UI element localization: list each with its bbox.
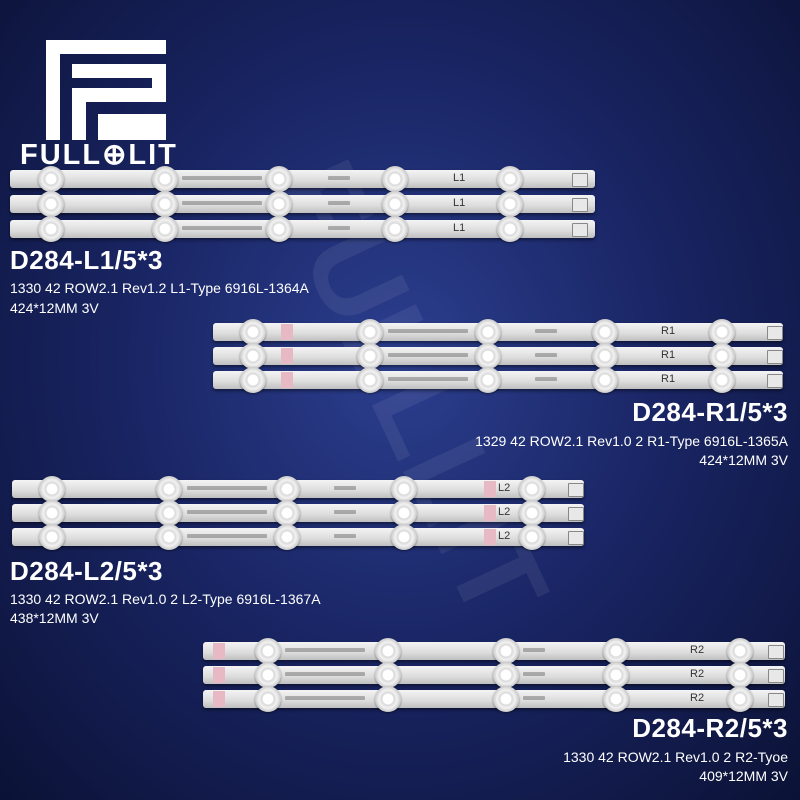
spec-line: 1330 42 ROW2.1 Rev1.0 2 R2-Tyoe <box>563 749 788 765</box>
strip-label: L2 <box>498 482 511 494</box>
model-title: D284-R1/5*3 <box>632 397 788 427</box>
strip-label: L1 <box>453 172 466 184</box>
size-line: 438*12MM 3V <box>10 610 99 626</box>
strip-label: R2 <box>690 692 705 704</box>
led-strip: R1 <box>213 367 783 393</box>
model-title: D284-L1/5*3 <box>10 245 163 275</box>
led-strip: L1 <box>10 191 595 217</box>
led-strip: R1 <box>213 343 783 369</box>
led-strip: L2 <box>12 476 584 502</box>
model-title: D284-L2/5*3 <box>10 556 163 586</box>
size-line: 409*12MM 3V <box>699 768 788 784</box>
brand-logo-mark-icon <box>46 40 166 140</box>
brand-name: FULL⊕LIT <box>20 139 178 171</box>
led-strip: R2 <box>203 686 785 712</box>
strip-label: R2 <box>690 644 705 656</box>
led-strip: R2 <box>203 638 785 664</box>
strip-label: R1 <box>661 325 676 337</box>
spec-line: 1330 42 ROW2.1 Rev1.0 2 L2-Type 6916L-13… <box>10 591 321 607</box>
size-line: 424*12MM 3V <box>699 452 788 468</box>
strip-label: L1 <box>453 197 466 209</box>
model-title: D284-R2/5*3 <box>632 713 788 743</box>
strip-label: L2 <box>498 506 511 518</box>
strip-label: L1 <box>453 222 466 234</box>
led-strip: L1 <box>10 166 595 192</box>
spec-line: 1329 42 ROW2.1 Rev1.0 2 R1-Type 6916L-13… <box>475 433 788 449</box>
led-strip: R2 <box>203 662 785 688</box>
strip-label: R2 <box>690 668 705 680</box>
led-strip: L2 <box>12 500 584 526</box>
size-line: 424*12MM 3V <box>10 300 99 316</box>
led-strip: L2 <box>12 524 584 550</box>
led-strip: L1 <box>10 216 595 242</box>
strip-label: R1 <box>661 349 676 361</box>
strip-label: R1 <box>661 373 676 385</box>
led-strip: R1 <box>213 319 783 345</box>
strip-label: L2 <box>498 530 511 542</box>
spec-line: 1330 42 ROW2.1 Rev1.2 L1-Type 6916L-1364… <box>10 280 309 296</box>
